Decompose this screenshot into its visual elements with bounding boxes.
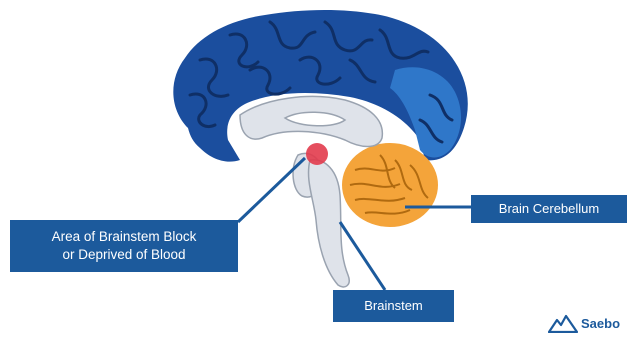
cerebellum [342, 143, 438, 227]
label-brainstem-block-line1: Area of Brainstem Block [52, 228, 197, 246]
label-brainstem-block: Area of Brainstem Block or Deprived of B… [10, 220, 238, 272]
label-cerebellum: Brain Cerebellum [471, 195, 627, 223]
label-brainstem: Brainstem [333, 290, 454, 322]
brand-name: Saebo [581, 316, 620, 331]
brainstem-block-highlight [306, 143, 328, 165]
mountain-logo-icon [548, 313, 578, 333]
label-brainstem-block-line2: or Deprived of Blood [62, 246, 185, 264]
brand: Saebo [548, 312, 620, 334]
